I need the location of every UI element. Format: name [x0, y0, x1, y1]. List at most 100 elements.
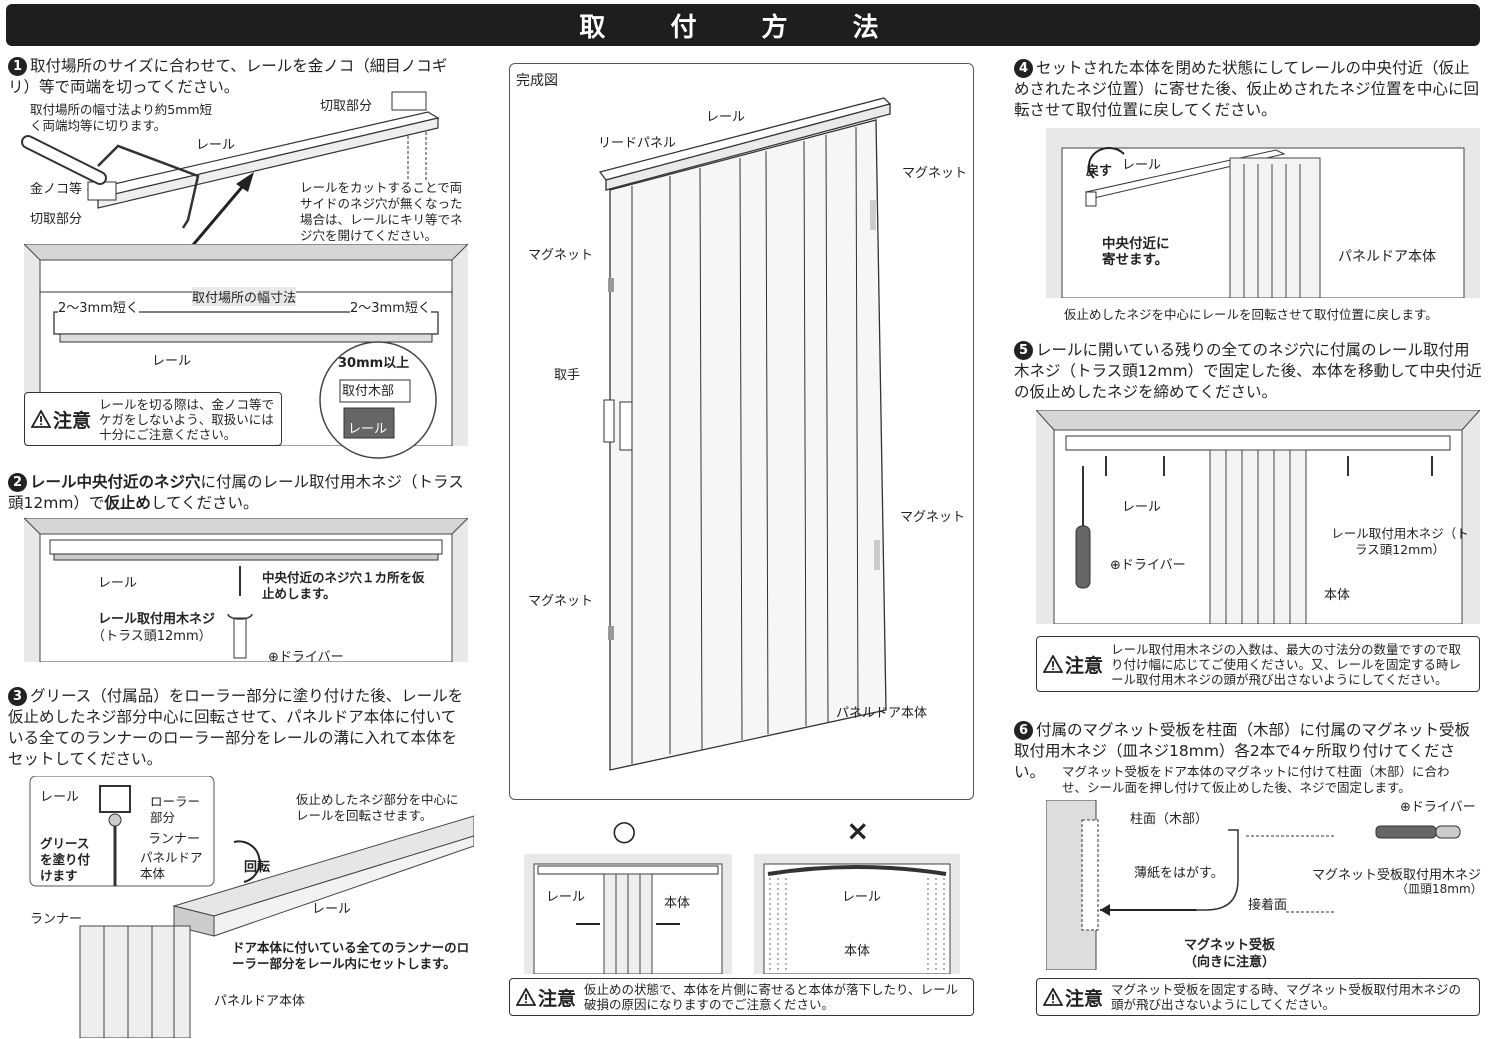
step-number: 1 [8, 57, 27, 76]
step1-note-hole: レールをカットすることで両サイドのネジ穴が無くなった場合は、レールにキリ等でネジ… [300, 180, 463, 243]
warning-icon [1043, 655, 1063, 673]
step6-label-screw2: （皿頭18mm） [1396, 882, 1483, 896]
step2-text-bold2: 仮止め [104, 494, 151, 512]
step3-label-rail2: レール [312, 902, 352, 917]
step6-text: 付属のマグネット受板を柱面（木部）に付属のマグネット受板取付用木ネジ（皿ネジ18… [1014, 721, 1471, 781]
step2-label-driver: ⊕ドライバー [268, 650, 344, 665]
step3-label-rotate-note: 仮止めしたネジ部分を中心にレールを回転させます。 [296, 792, 459, 823]
ok-body: 本体 [664, 896, 691, 911]
ng-figure [754, 854, 960, 974]
step6-caution: 注意 マグネット受板を固定する時、マグネット受板取付用木ネジの頭が飛び出さないよ… [1036, 978, 1480, 1016]
step4-label-center: 中央付近に寄せます。 [1102, 236, 1170, 268]
step3-text: グリース（付属品）をローラー部分に塗り付けた後、レールを仮止めしたネジ部分中心に… [8, 687, 464, 768]
step1-label-rail-bottom: レール [152, 354, 192, 369]
step2-figure [24, 518, 468, 662]
warning-icon [1043, 988, 1063, 1006]
step4-text: セットされた本体を閉めた状態にしてレールの中央付近（仮止めされたネジ位置）に寄せ… [1014, 59, 1480, 119]
step-number: 5 [1014, 341, 1033, 360]
ng-rail: レール [842, 890, 882, 905]
caution-text: レール取付用木ネジの入数は、最大の寸法分の数量ですので取り付け幅に応じてご使用く… [1111, 641, 1462, 687]
step6-label-driver: ⊕ドライバー [1400, 800, 1476, 815]
step3-label-roller: ローラー部分 [150, 794, 201, 825]
step4-figure [1046, 128, 1480, 298]
step5-label-body: 本体 [1324, 588, 1351, 603]
step6-figure [1046, 800, 1461, 970]
step3-label-panel-body: パネルドア本体 [140, 850, 203, 881]
caution-head: 注意 [538, 987, 577, 1010]
ng-body: 本体 [844, 944, 871, 959]
center-caution: 注意 仮止めの状態で、本体を片側に寄せると本体が落下したり、レール破損の原因にな… [509, 978, 974, 1016]
inset-rail: レール [348, 422, 388, 437]
step1-text: 取付場所のサイズに合わせて、レールを金ノコ（細目ノコギリ）等で両端を切ってくださ… [8, 57, 448, 96]
step2-label-screw: 中央付近のネジ穴１カ所を仮止めします。 [262, 570, 425, 601]
step1-note-cut: 取付場所の幅寸法より約5mm短く両端均等に切ります。 [30, 102, 213, 133]
caution-head: 注意 [1065, 654, 1104, 677]
step5-text: レールに開いている残りの全てのネジ穴に付属のレール取付用木ネジ（トラス頭12mm… [1014, 341, 1482, 401]
step1-dim-center: 取付場所の幅寸法 [192, 287, 297, 306]
caution-head: 注意 [53, 409, 92, 432]
step6-note: マグネット受板をドア本体のマグネットに付けて柱面（木部）に合わせ、シール面を押し… [1062, 764, 1450, 795]
step5-figure [1036, 410, 1480, 624]
warning-icon [516, 988, 536, 1006]
ng-mark: × [846, 814, 870, 847]
step3-label-runner: ランナー [148, 832, 201, 847]
caution-head: 注意 [1065, 987, 1104, 1010]
warning-icon [31, 410, 51, 428]
complete-panel-body: パネルドア本体 [836, 706, 928, 721]
title-banner: 取 付 方 法 [6, 4, 1480, 46]
step3-label-rotate: 回転 [244, 860, 271, 875]
complete-title: 完成図 [516, 73, 558, 89]
step2-text-bold: レール中央付近のネジ穴 [30, 473, 201, 491]
step1-label-cut-right: 切取部分 [320, 99, 373, 114]
step3-label-rail: レール [40, 790, 80, 805]
step5-label-rail: レール [1122, 500, 1162, 515]
step6-label-pillar: 柱面（木部） [1130, 812, 1209, 827]
step2-text-mid: に付属のレール取付用木ネジ（トラス頭12mm）で [8, 473, 464, 512]
step2-label-rail: レール [98, 576, 138, 591]
step4-caption: 仮止めしたネジを中心にレールを回転させて取付位置に戻します。 [1064, 307, 1438, 322]
complete-magnet-l2: マグネット [528, 594, 594, 609]
step1-dim-right: 2〜3mm短く [350, 297, 431, 316]
complete-magnet-l1: マグネット [528, 248, 594, 263]
step1-label-saw: 金ノコ等 [30, 182, 83, 197]
step-number: 2 [8, 473, 27, 492]
step5-caution: 注意 レール取付用木ネジの入数は、最大の寸法分の数量ですので取り付け幅に応じてご… [1036, 636, 1480, 692]
page-title: 取 付 方 法 [579, 12, 907, 43]
step1-inset-circle [319, 341, 437, 459]
complete-magnet-tr: マグネット [902, 166, 968, 181]
step3-label-runner2: ランナー [30, 912, 83, 927]
ok-figure [524, 854, 732, 974]
step1-label-rail: レール [196, 138, 236, 153]
ok-mark: ○ [612, 814, 637, 847]
step3-label-panel: パネルドア本体 [214, 994, 306, 1009]
step6-label-adhesive: 接着面 [1248, 898, 1288, 913]
step3-label-grease: グリースを塗り付けます [40, 836, 91, 883]
step6-label-peel: 薄紙をはがす。 [1134, 866, 1224, 881]
step-number: 3 [8, 687, 27, 706]
inset-30mm: 30mm以上 [338, 356, 410, 371]
step-number: 4 [1014, 59, 1033, 78]
complete-lead-panel: リードパネル [598, 136, 677, 151]
step6-label-plate: マグネット受板 [1184, 938, 1276, 953]
step6-label-orient: （向きに注意） [1184, 955, 1276, 970]
step6-label-screw: マグネット受板取付用木ネジ [1312, 868, 1482, 883]
step-number: 6 [1014, 721, 1033, 740]
complete-door-figure [598, 97, 892, 771]
step3-label-set: ドア本体に付いている全てのランナーのローラー部分をレール内にセットします。 [232, 940, 470, 971]
complete-magnet-r2: マグネット [900, 510, 966, 525]
inset-wood: 取付木部 [342, 384, 395, 399]
step4-label-rail: レール [1122, 158, 1162, 173]
step1-caution: 注意 レールを切る際は、金ノコ等でケガをしないよう、取扱いには十分にご注意くださ… [24, 392, 282, 446]
step5-label-driver: ⊕ドライバー [1110, 558, 1186, 573]
step2-text-end: してください。 [150, 494, 259, 512]
caution-text: レールを切る際は、金ノコ等でケガをしないよう、取扱いには十分にご注意ください。 [99, 396, 275, 442]
step1-label-cut-left: 切取部分 [30, 212, 83, 227]
ok-rail: レール [546, 890, 586, 905]
step1-saw-figure [21, 91, 440, 250]
complete-handle: 取手 [554, 368, 581, 383]
